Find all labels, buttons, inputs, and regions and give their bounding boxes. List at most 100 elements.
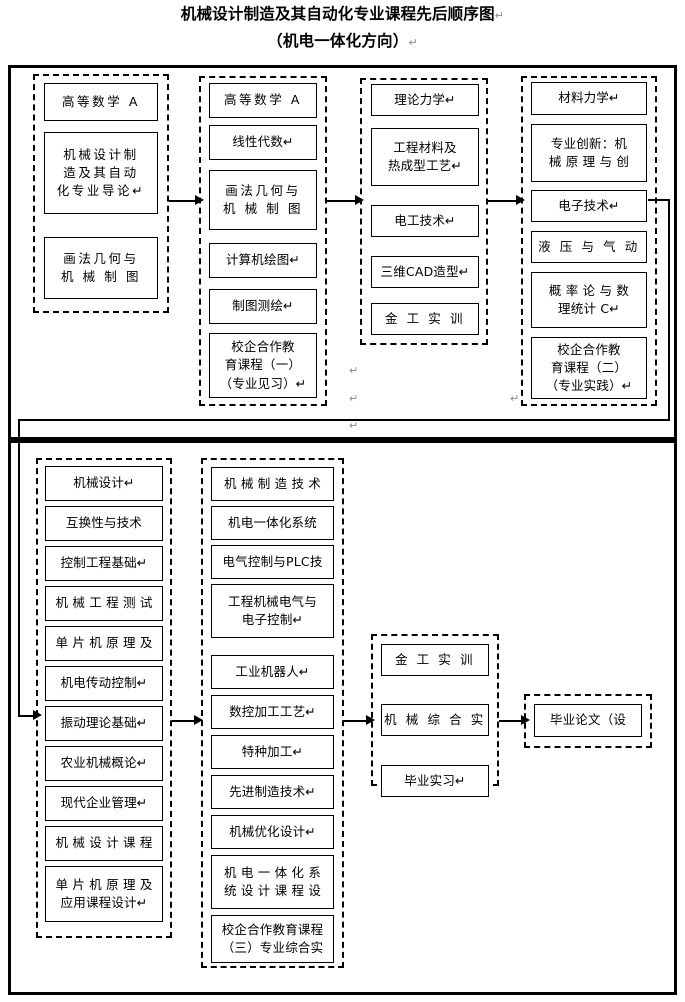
diagram-frame-bottom [8,440,677,995]
course-label: 工程材料及 热成型工艺↵ [387,139,463,173]
course-label: 工业机器人↵ [235,663,310,679]
connector-wrap-seg-left [18,419,20,716]
course-box[interactable]: 专业创新：机 械 原 理 与 创 [531,124,647,182]
course-label: 毕业实习↵ [404,772,466,788]
course-label: 先进制造技术↵ [229,783,316,799]
course-box[interactable]: 线性代数↵ [209,125,317,160]
course-box[interactable]: 机 械 综 合 实 [381,704,489,736]
course-box[interactable]: 计算机绘图↵ [209,243,317,278]
course-box[interactable]: 校企合作教 育课程（二） （专业实践）↵ [531,337,647,399]
pilcrow-mark: ↵ [349,364,359,377]
course-label: 三维CAD造型↵ [380,263,470,279]
course-box[interactable]: 机 械 设 计 课 程 [45,826,163,861]
course-box[interactable]: 振动理论基础↵ [45,706,163,741]
course-label: 液 压 与 气 动 [538,238,640,254]
course-label: 校企合作教育课程 （三）专业综合实 [221,921,324,955]
pilcrow-mark: ↵ [349,392,359,405]
course-label: 机 电 一 体 化 系 统 设 计 课 程 设 [223,864,322,898]
course-label: 计算机绘图↵ [225,252,301,268]
title-line-1: 机械设计制造及其自动化专业课程先后顺序图↵ [0,5,685,23]
course-box[interactable]: 单 片 机 原 理 及 [45,626,163,661]
course-box[interactable]: 电工技术↵ [371,205,479,237]
course-box[interactable]: 控制工程基础↵ [45,546,163,581]
course-label: 单 片 机 原 理 及 [55,635,153,651]
course-box[interactable]: 农业机械概论↵ [45,746,163,781]
page-title: 机械设计制造及其自动化专业课程先后顺序图↵ （机电一体化方向）↵ [0,0,685,49]
group-col6 [201,458,344,968]
course-box[interactable]: 工业机器人↵ [211,655,334,689]
course-box[interactable]: 工程机械电气与 电子控制↵ [211,584,334,638]
course-box[interactable]: 机械优化设计↵ [211,815,334,849]
course-box[interactable]: 互换性与技术 [45,506,163,541]
course-label: 工程机械电气与 电子控制↵ [228,593,317,627]
course-box[interactable]: 特种加工↵ [211,735,334,769]
course-label: 理论力学↵ [394,91,456,107]
course-label: 机 械 设 计 课 程 [55,835,153,851]
course-box[interactable]: 数控加工工艺↵ [211,695,334,729]
course-box[interactable]: 机电一体化系统 [211,506,334,540]
course-label: 互换性与技术 [65,515,143,531]
course-box[interactable]: 金 工 实 训 [381,644,489,676]
arrow-col3-col4-icon [516,195,525,205]
course-box[interactable]: 高等数学 A [209,83,317,118]
connector-wrap-seg-top [648,199,670,201]
course-box[interactable]: 工程材料及 热成型工艺↵ [371,128,479,186]
course-label: 农业机械概论↵ [60,755,148,771]
course-label: 金 工 实 训 [394,651,476,667]
course-box[interactable]: 三维CAD造型↵ [371,256,479,288]
course-label: 机电一体化系统 [228,514,317,530]
course-label: 线性代数↵ [232,134,294,150]
course-box[interactable]: 液 压 与 气 动 [531,231,647,263]
pilcrow-mark: ↵ [408,35,418,49]
pilcrow-mark: ↵ [494,9,505,22]
course-label: 概 率 论 与 数 理统计 C↵ [548,282,630,316]
course-label: 数控加工工艺↵ [229,703,316,719]
course-label: 金 工 实 训 [384,310,466,326]
course-label: 制图测绘↵ [232,298,294,314]
course-label: 振动理论基础↵ [60,715,148,731]
course-box[interactable]: 毕业实习↵ [381,765,489,797]
course-box[interactable]: 机械设计制 造及其自动 化专业导论↵ [44,132,158,214]
title-line-1-text: 机械设计制造及其自动化专业课程先后顺序图 [180,5,495,23]
course-label: 高等数学 A [223,92,303,108]
course-box[interactable]: 金 工 实 训 [371,303,479,335]
course-box[interactable]: 概 率 论 与 数 理统计 C↵ [531,272,647,328]
course-box[interactable]: 理论力学↵ [371,84,479,116]
group-col4 [521,76,657,406]
course-box[interactable]: 机械设计↵ [45,466,163,501]
course-box[interactable]: 先进制造技术↵ [211,775,334,809]
course-label: 电工技术↵ [394,212,456,228]
course-box[interactable]: 画法几何与 机 械 制 图 [209,170,317,230]
course-box[interactable]: 制图测绘↵ [209,289,317,324]
course-box[interactable]: 机 械 制 造 技 术 [211,467,334,501]
course-label: 画法几何与 机 械 制 图 [222,182,304,216]
group-col3 [360,78,488,345]
group-col5 [36,458,172,938]
course-box[interactable]: 机电传动控制↵ [45,666,163,701]
course-label: 校企合作教 育课程（一） （专业见习）↵ [219,339,307,391]
course-label: 单 片 机 原 理 及 应用课程设计↵ [55,876,153,910]
course-box[interactable]: 毕业论文（设 [534,704,642,737]
course-box[interactable]: 电气控制与PLC技 [211,545,334,579]
course-box[interactable]: 单 片 机 原 理 及 应用课程设计↵ [45,866,163,922]
course-label: 高等数学 A [61,93,141,109]
group-col2 [199,76,327,406]
course-box[interactable]: 机 电 一 体 化 系 统 设 计 课 程 设 [211,855,334,909]
pilcrow-mark: ↵ [510,392,520,405]
course-box[interactable]: 现代企业管理↵ [45,786,163,821]
course-label: 控制工程基础↵ [60,555,148,571]
course-box[interactable]: 高等数学 A [44,83,158,121]
connector-col1-col2 [169,200,195,202]
connector-col2-col3 [327,200,355,202]
arrow-col6-col7-icon [366,715,375,725]
course-box[interactable]: 校企合作教 育课程（一） （专业见习）↵ [209,333,317,398]
course-box[interactable]: 电子技术↵ [531,190,647,222]
course-box[interactable]: 机 械 工 程 测 试 [45,586,163,621]
course-label: 机 械 工 程 测 试 [55,595,153,611]
group-col8 [524,694,652,748]
course-box[interactable]: 材料力学↵ [531,82,647,115]
course-label: 机 械 综 合 实 [384,711,486,727]
course-box[interactable]: 校企合作教育课程 （三）专业综合实 [211,915,334,963]
course-box[interactable]: 画法几何与 机 械 制 图 [44,237,158,299]
